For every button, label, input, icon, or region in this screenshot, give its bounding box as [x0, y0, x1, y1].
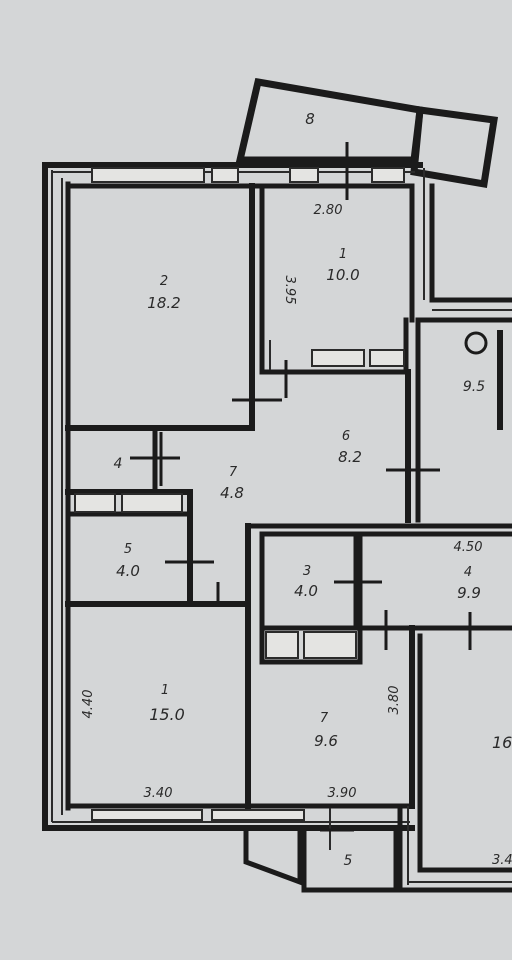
- shelf-b: [121, 493, 183, 513]
- dim-room1-side: 3.95: [282, 276, 297, 305]
- shelf-a: [74, 493, 116, 513]
- dim-left-side: 4.40: [81, 690, 96, 719]
- label-room-4b-number: 4: [464, 565, 472, 580]
- door-room1-a: [311, 349, 365, 367]
- dim-kitchen-top: 4.50: [454, 540, 483, 555]
- dim-top: 2.80: [314, 203, 343, 218]
- window-bottom-mid: [211, 809, 305, 821]
- dimension-labels: 2.80 3.95 4.50 4.40 3.40 3.80 3.90 3.4: [81, 203, 512, 868]
- label-balcony-top: 8: [305, 110, 315, 128]
- label-room-15-number: 1: [161, 683, 169, 698]
- label-room-3a-area: 4.0: [294, 582, 318, 600]
- closet-a: [265, 631, 299, 659]
- balcony-top: [235, 77, 499, 189]
- window-bottom-left: [91, 809, 203, 821]
- window-top-right: [371, 167, 405, 183]
- label-room-1-area: 10.0: [326, 266, 359, 284]
- label-room-3a-number: 3: [303, 564, 311, 579]
- label-room-2-number: 2: [160, 274, 168, 289]
- door-markers: [130, 142, 472, 832]
- window-top-room1: [289, 167, 319, 183]
- label-corridor-7-area: 4.8: [220, 484, 244, 502]
- label-room-5-area: 4.0: [116, 562, 140, 580]
- dim-bottom-mid: 3.90: [328, 786, 357, 801]
- label-corridor-7-number: 7: [229, 465, 238, 480]
- label-room-15-area: 15.0: [149, 705, 185, 724]
- window-top-left: [91, 167, 205, 183]
- dim-middle-side: 3.80: [387, 686, 402, 715]
- dim-bottom-right: 3.4: [492, 853, 512, 868]
- interior-walls: [65, 183, 512, 893]
- label-room-r-area: 16: [492, 733, 512, 752]
- door-room1-b: [369, 349, 405, 367]
- label-room-7-number: 7: [320, 711, 329, 726]
- label-room-2-area: 18.2: [147, 294, 180, 312]
- label-room-4b-area: 9.9: [457, 584, 481, 602]
- sink-circle-icon: [464, 331, 488, 355]
- label-balcony-bottom: 5: [344, 853, 353, 869]
- closet-b: [303, 631, 357, 659]
- label-room-1-number: 1: [339, 247, 347, 262]
- label-corridor-6-number: 6: [342, 429, 350, 444]
- label-room-7-area: 9.6: [314, 732, 338, 750]
- dim-bottom-left: 3.40: [144, 786, 173, 801]
- label-room-9-area: 9.5: [463, 379, 485, 395]
- label-corridor-6-area: 8.2: [338, 448, 362, 466]
- room-labels: 8 1 10.0 2 18.2 9.5 4 6 8.2 7 4.8 5 4.0 …: [114, 110, 512, 869]
- label-room-4-number: 4: [114, 456, 123, 472]
- label-room-5-number: 5: [124, 542, 132, 557]
- exterior-walls: [42, 162, 512, 831]
- window-top-mid: [211, 167, 239, 183]
